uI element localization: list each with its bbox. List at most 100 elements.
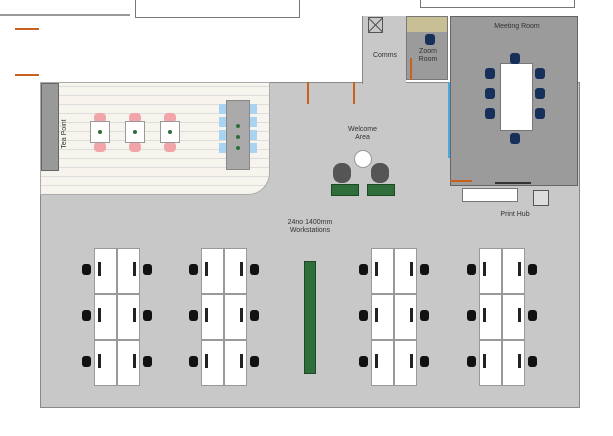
desk (94, 248, 117, 294)
office-chair (528, 310, 537, 321)
office-chair (189, 310, 198, 321)
door-welcome-left[interactable] (307, 82, 309, 104)
monitor (483, 262, 486, 276)
blue-chair (219, 104, 226, 114)
monitor (133, 262, 136, 276)
meeting-chair (485, 88, 495, 99)
meeting-room-label: Meeting Room (494, 23, 540, 30)
desk (502, 340, 525, 386)
desk (479, 294, 502, 340)
office-chair (143, 310, 152, 321)
monitor (375, 308, 378, 322)
glass-wall (448, 82, 450, 158)
desk (371, 294, 394, 340)
door-left-top[interactable] (15, 28, 39, 30)
central-planter (304, 261, 316, 374)
lounge-chair-right (371, 163, 389, 183)
monitor (410, 354, 413, 368)
office-chair (467, 356, 476, 367)
blue-chair (219, 143, 226, 153)
monitor (410, 262, 413, 276)
monitor (98, 354, 101, 368)
desk (502, 248, 525, 294)
comms-cabinet (368, 17, 383, 33)
monitor (133, 354, 136, 368)
monitor (240, 354, 243, 368)
monitor (98, 308, 101, 322)
office-chair (420, 356, 429, 367)
workstations-label: 24no 1400mm Workstations (287, 219, 333, 234)
meeting-screen (495, 182, 531, 184)
table-plant (236, 146, 240, 150)
monitor (205, 262, 208, 276)
monitor (205, 354, 208, 368)
monitor (133, 308, 136, 322)
desk (371, 248, 394, 294)
office-chair (420, 310, 429, 321)
office-chair (528, 356, 537, 367)
zoom-chair (425, 34, 435, 45)
blue-chair (219, 130, 226, 140)
printer[interactable] (533, 190, 549, 206)
monitor (98, 262, 101, 276)
table-plant (236, 124, 240, 128)
meeting-chair (485, 68, 495, 79)
desk (201, 340, 224, 386)
monitor (375, 354, 378, 368)
desk (94, 340, 117, 386)
corridor-line (0, 14, 130, 16)
monitor (375, 262, 378, 276)
pink-chair (164, 113, 176, 123)
pink-chair (94, 113, 106, 123)
desk (94, 294, 117, 340)
blue-chair (219, 117, 226, 127)
office-chair (359, 264, 368, 275)
meeting-chair (535, 68, 545, 79)
comms-label: Comms (372, 52, 398, 59)
monitor (518, 262, 521, 276)
tea-point-label: Tea Point (61, 119, 68, 149)
desk (201, 294, 224, 340)
desk (117, 340, 140, 386)
planter-right (367, 184, 395, 196)
monitor (240, 262, 243, 276)
desk (201, 248, 224, 294)
desk (502, 294, 525, 340)
office-chair (528, 264, 537, 275)
pink-chair (164, 142, 176, 152)
monitor (483, 308, 486, 322)
desk (117, 248, 140, 294)
table-plant (236, 135, 240, 139)
office-chair (250, 356, 259, 367)
monitor (240, 308, 243, 322)
pink-chair (94, 142, 106, 152)
office-chair (189, 356, 198, 367)
office-chair (359, 310, 368, 321)
zoom-room-label: Zoom Room (418, 48, 438, 63)
pink-chair (129, 142, 141, 152)
meeting-chair (535, 88, 545, 99)
welcome-area-label: Welcome Area (347, 126, 378, 141)
office-chair (467, 310, 476, 321)
door-zoom[interactable] (410, 58, 412, 80)
desk (394, 340, 417, 386)
meeting-chair (510, 53, 520, 64)
desk (394, 248, 417, 294)
desk (224, 294, 247, 340)
blue-chair (250, 117, 257, 127)
desk (224, 340, 247, 386)
desk (371, 340, 394, 386)
storage-units (462, 188, 518, 202)
table-plant (133, 130, 137, 134)
door-left-bottom[interactable] (15, 74, 39, 76)
door-meeting[interactable] (450, 180, 472, 182)
monitor (518, 308, 521, 322)
monitor (483, 354, 486, 368)
table-plant (168, 130, 172, 134)
top-right-block (420, 0, 575, 8)
blue-chair (250, 143, 257, 153)
door-welcome-right[interactable] (353, 82, 355, 104)
desk (117, 294, 140, 340)
table-plant (98, 130, 102, 134)
top-building-block (135, 0, 300, 18)
